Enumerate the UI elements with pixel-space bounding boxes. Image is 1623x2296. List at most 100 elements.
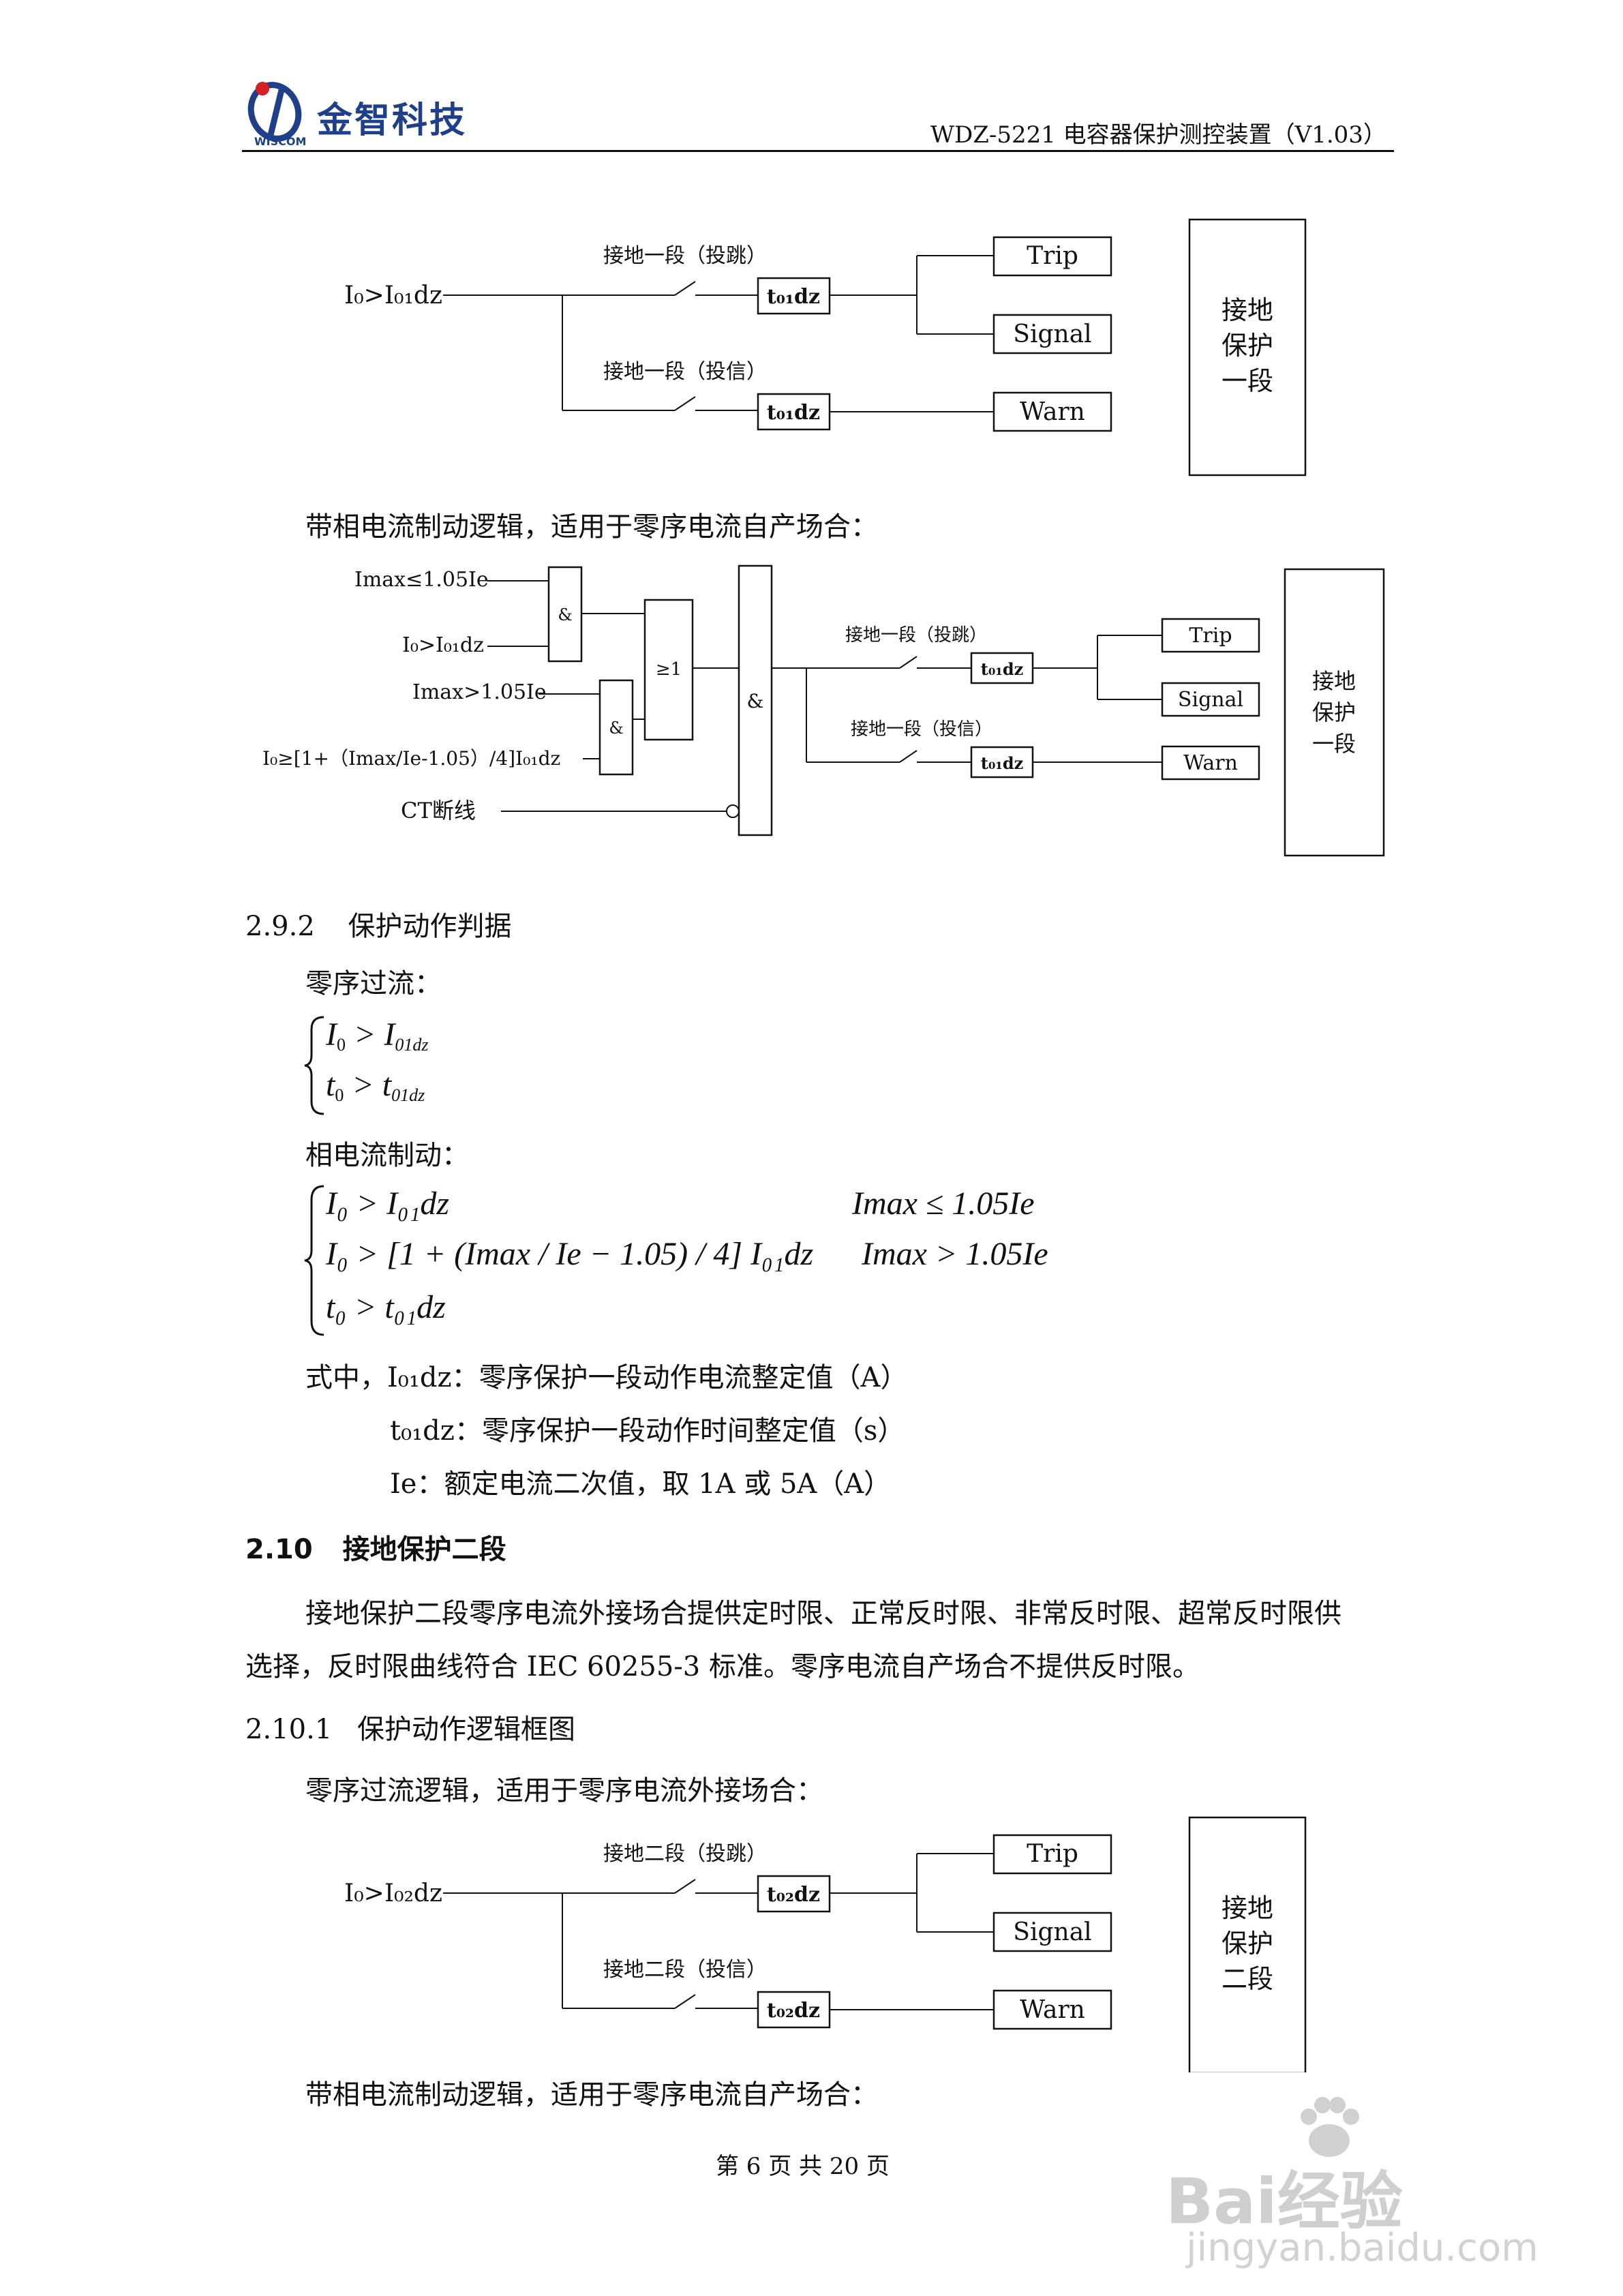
diagram1-timer-trip: t₀₁dz	[767, 285, 820, 309]
para-restraint-1: 带相电流制动逻辑，适用于零序电流自产场合：	[305, 511, 878, 543]
trip-box	[1161, 618, 1260, 653]
brand-name: 金智科技	[317, 100, 468, 141]
diagram1-out-warn: Warn	[1020, 398, 1085, 426]
inverter-bubble	[726, 804, 740, 818]
warn-box	[992, 391, 1112, 432]
protection-block	[1284, 568, 1385, 857]
trip-box	[992, 1834, 1112, 1875]
diagram3-input: I₀>I₀₂dz	[344, 1879, 442, 1907]
and-gate-main	[738, 564, 773, 836]
diagram1-timer-signal: t₀₁dz	[767, 401, 820, 425]
page-number: 第 6 页 共 20 页	[716, 2153, 890, 2180]
diagram2-in5: CT断线	[401, 798, 476, 824]
diagram1-block-line2: 保护	[1222, 331, 1273, 361]
para-restraint-2: 带相电流制动逻辑，适用于零序电流自产场合：	[305, 2079, 878, 2111]
diagram2-in4: I₀≥[1+（Imax/Ie-1.05）/4]I₀₁dz	[262, 747, 560, 770]
diagram2-and-1: &	[558, 605, 572, 624]
diagram2-and-2: &	[609, 719, 623, 738]
watermark-url: jingyan.baidu.com	[1186, 2226, 1538, 2270]
diagram2-branch-trip: 接地一段（投跳）	[845, 625, 987, 646]
timer-box	[757, 1875, 831, 1913]
diagram2-block-line2: 保护	[1312, 699, 1356, 725]
timer-box	[970, 746, 1034, 779]
diagram2-in2: I₀>I₀₁dz	[402, 633, 484, 657]
timer-box	[757, 393, 831, 431]
signal-box	[1161, 682, 1260, 717]
timer-box	[757, 1991, 831, 2029]
equation-zero-seq-current: I0 > I01dz	[326, 1016, 429, 1055]
diagram3-branch-signal: 接地二段（投信）	[603, 1958, 767, 1982]
diagram1-out-signal: Signal	[1013, 320, 1091, 348]
header-rule	[242, 150, 1394, 152]
logo-icon	[247, 82, 302, 142]
brand-en: WISCOM	[254, 135, 307, 148]
diagram3-timer-signal: t₀₂dz	[767, 1999, 820, 2023]
equation-restraint-line1: I₀ > I₀₁dz	[326, 1185, 450, 1222]
equation-restraint-cond1: Imax ≤ 1.05Ie	[852, 1185, 1035, 1222]
definition-1: 式中，I₀₁dz：零序保护一段动作电流整定值（A）	[305, 1362, 908, 1393]
and-gate-2	[598, 679, 634, 776]
signal-box	[992, 314, 1112, 354]
diagram3-timer-trip: t₀₂dz	[767, 1883, 820, 1907]
diagram2-out-warn: Warn	[1183, 751, 1238, 775]
logic-diagram-stage2-external: I₀>I₀₂dz 接地二段（投跳） t₀₂dz Trip Signal 接地二段…	[344, 1816, 1307, 2072]
doc-title: WDZ-5221 电容器保护测控装置（V1.03）	[930, 121, 1386, 149]
para-2-10-line1: 接地保护二段零序电流外接场合提供定时限、正常反时限、非常反时限、超常反时限供	[305, 1598, 1341, 1629]
definition-2: t₀₁dz：零序保护一段动作时间整定值（s）	[390, 1415, 905, 1447]
diagram3-block-line1: 接地	[1222, 1893, 1273, 1923]
signal-box	[992, 1912, 1112, 1952]
switch-contact	[674, 281, 696, 296]
zero-seq-label: 零序过流：	[305, 968, 442, 999]
phase-restraint-label: 相电流制动：	[305, 1140, 469, 1171]
switch-contact	[899, 656, 917, 669]
switch-contact	[674, 396, 696, 411]
logic-diagram-stage1-external: I₀>I₀₁dz 接地一段（投跳） t₀₁dz Trip Signal 接地一段…	[344, 218, 1307, 477]
logic-diagram-stage1-restraint: Imax≤1.05Ie I₀>I₀₁dz & Imax>1.05Ie I₀≥[1…	[262, 564, 1385, 857]
equation-zero-seq-time: t0 > t01dz	[326, 1067, 425, 1105]
diagram1-block-line3: 一段	[1222, 366, 1273, 396]
diagram3-block-line2: 保护	[1222, 1929, 1273, 1959]
diagram2-timer-trip: t₀₁dz	[981, 659, 1024, 679]
diagram1-block-line1: 接地	[1222, 295, 1273, 325]
diagram1-out-trip: Trip	[1027, 242, 1078, 270]
watermark: Bai经验 jingyan.baidu.com	[1159, 2086, 1595, 2284]
warn-box	[992, 1989, 1112, 2030]
diagram2-block-line3: 一段	[1312, 731, 1356, 757]
equation-restraint-cond2: Imax > 1.05Ie	[862, 1236, 1048, 1272]
switch-contact	[674, 1994, 696, 2009]
para-2-10-line2: 选择，反时限曲线符合 IEC 60255-3 标准。零序电流自产场合不提供反时限…	[245, 1651, 1200, 1682]
equation-restraint-line2: I₀ > [1 + (Imax / Ie − 1.05) / 4] I₀₁dz	[326, 1236, 814, 1272]
diagram2-timer-signal: t₀₁dz	[981, 753, 1024, 773]
logo: 金智科技 WISCOM	[242, 76, 487, 151]
section-heading-2-10: 2.10 接地保护二段	[245, 1534, 506, 1565]
diagram3-out-trip: Trip	[1027, 1840, 1078, 1868]
diagram3-branch-trip: 接地二段（投跳）	[603, 1842, 767, 1866]
diagram2-block-line1: 接地	[1312, 668, 1356, 694]
definition-3: Ie：额定电流二次值，取 1A 或 5A（A）	[390, 1468, 892, 1500]
equation-restraint-line3: t₀ > t₀₁dz	[326, 1289, 446, 1325]
diagram2-and-main: &	[747, 690, 764, 712]
switch-contact	[674, 1879, 696, 1894]
trip-box	[992, 236, 1112, 277]
protection-block	[1188, 218, 1307, 477]
protection-block	[1188, 1816, 1307, 2072]
diagram1-input: I₀>I₀₁dz	[344, 282, 442, 309]
paw-icon	[1301, 2097, 1359, 2157]
diagram2-out-trip: Trip	[1189, 624, 1232, 648]
or-gate	[643, 599, 694, 741]
switch-contact	[899, 750, 917, 763]
diagram2-out-signal: Signal	[1178, 688, 1243, 712]
timer-box	[970, 652, 1034, 684]
para-external: 零序过流逻辑，适用于零序电流外接场合：	[305, 1775, 823, 1807]
section-heading-2-9-2: 2.9.2 保护动作判据	[245, 911, 512, 942]
diagram1-branch-signal: 接地一段（投信）	[603, 360, 767, 384]
timer-box	[757, 277, 831, 315]
diagram3-out-warn: Warn	[1020, 1996, 1085, 2024]
warn-box	[1161, 745, 1260, 781]
section-heading-2-10-1: 2.10.1 保护动作逻辑框图	[245, 1714, 575, 1745]
equation-brace	[304, 1016, 324, 1115]
diagram3-block-line3: 二段	[1222, 1964, 1273, 1994]
diagram3-out-signal: Signal	[1013, 1918, 1091, 1946]
equation-brace	[304, 1185, 324, 1336]
diagram2-in3: Imax>1.05Ie	[412, 680, 547, 704]
